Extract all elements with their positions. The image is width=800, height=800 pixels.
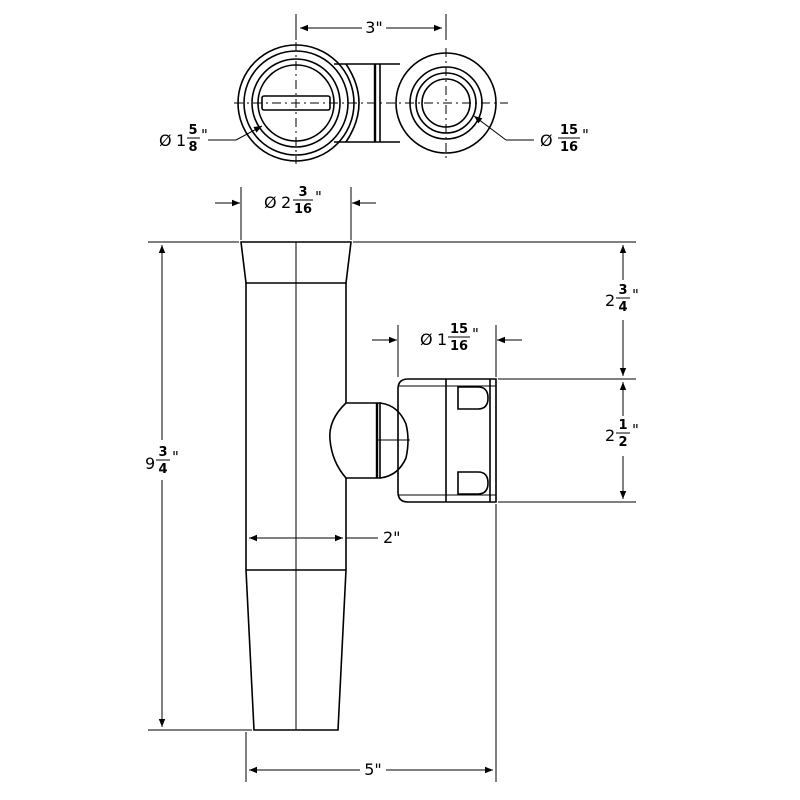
dim-tube-top-dia-whole: 2 [281,193,291,212]
dim-mount-dia-whole: 1 [437,330,447,349]
ball-joint [329,402,381,479]
dim-upper-offset-unit: " [632,286,639,304]
dim-overall-height: 9 3 4 " [145,241,252,731]
dim-tube-top-dia-symbol: Ø [264,193,277,212]
top-connector-bulge [345,63,360,143]
svg-text:": " [172,448,179,466]
dim-upper-offset-num: 3 [618,283,627,298]
dim-top-left-dia-symbol: Ø [159,131,172,150]
dim-overall-width-label: 5" [364,760,382,779]
dim-overall-height-whole: 9 [145,454,155,473]
dim-top-spacing-label: 3" [365,18,383,37]
dim-tube-top-dia: Ø 2 3 16 " [215,185,376,240]
dim-mount-dia-num: 15 [450,322,468,337]
front-view [240,241,497,731]
dim-tube-top-dia-den: 16 [294,202,312,217]
dim-mount-height-den: 2 [618,435,627,450]
dim-tube-top-dia-num: 3 [298,185,307,200]
dim-upper-offset: 2 3 4 " [353,241,639,380]
dim-top-right-dia-den: 16 [560,140,578,155]
dim-top-left-dia-whole: 1 [176,131,186,150]
dim-tube-width-label: 2" [383,528,401,547]
mount-bracket [397,378,497,503]
dim-top-right-dia-num: 15 [560,123,578,138]
dim-top-left-dia: Ø 1 5 8 " [159,123,263,155]
dim-mount-height-unit: " [632,421,639,439]
dim-tube-top-dia-unit: " [315,188,322,206]
dim-upper-offset-whole: 2 [605,291,615,310]
dim-overall-height-num: 3 [158,445,167,460]
dim-overall-height-den: 4 [158,462,167,477]
dim-top-left-dia-unit: " [201,126,208,144]
mount-slot-upper [457,386,489,410]
dim-top-right-dia-symbol: Ø [540,131,553,150]
dim-tube-width: 2" [249,528,401,547]
dim-mount-height: 2 1 2 " [498,382,639,503]
dim-top-spacing: 3" [295,14,447,40]
dim-top-left-dia-den: 8 [188,140,197,155]
dim-mount-height-num: 1 [618,418,627,433]
dim-overall-width: 5" [245,504,497,782]
top-view [234,42,508,164]
dim-mount-height-whole: 2 [605,426,615,445]
dim-upper-offset-den: 4 [618,300,627,315]
dim-mount-dia: Ø 1 15 16 " [372,322,522,377]
dim-top-right-dia-unit: " [582,126,589,144]
dim-top-left-dia-num: 5 [188,123,197,138]
dim-top-right-dia: Ø 15 16 " [473,115,589,155]
top-left-ring-3 [251,58,341,148]
mount-slot-lower [457,471,489,495]
dim-mount-dia-den: 16 [450,339,468,354]
dim-mount-dia-unit: " [472,325,479,343]
dim-mount-dia-symbol: Ø [420,330,433,349]
